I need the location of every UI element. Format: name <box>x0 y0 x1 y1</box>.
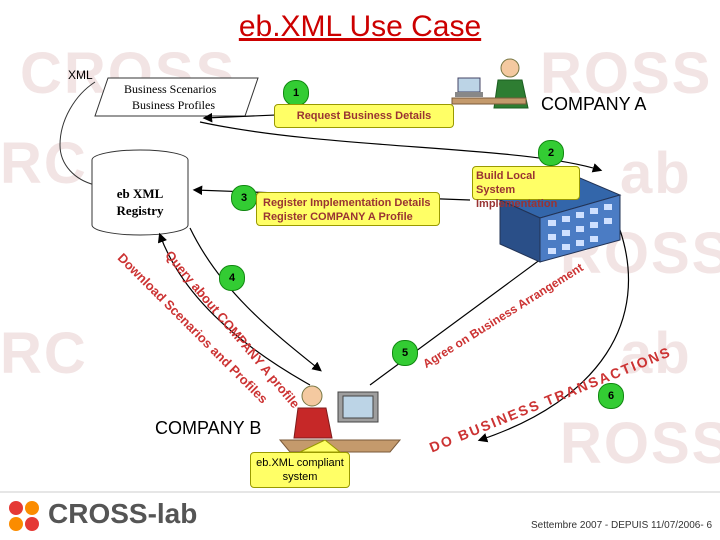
scenarios-line-2: Business Profiles <box>132 98 216 112</box>
compliant-line-1: eb.XML compliant <box>256 457 344 469</box>
step-3-line-2: Register COMPANY A Profile <box>263 211 413 223</box>
step-1-badge: 1 <box>283 80 309 106</box>
page-title: eb.XML Use Case <box>0 10 720 44</box>
page-title-text: eb.XML Use Case <box>238 10 482 43</box>
arrow-download <box>157 232 311 386</box>
registry-body <box>91 160 189 236</box>
step-1-label: Request Business Details <box>274 104 454 128</box>
step-3-badge: 3 <box>231 185 257 211</box>
watermark-2: ROSS <box>540 41 713 106</box>
registry-line-1: eb XML <box>116 186 164 201</box>
step-3-line-1: Register Implementation Details <box>263 197 431 209</box>
xml-label: XML <box>68 68 93 82</box>
compliant-callout: eb.XML compliant system <box>250 452 350 488</box>
watermark-4: ab <box>620 141 692 206</box>
step-5-badge: 5 <box>392 340 418 366</box>
registry-line-2: Registry <box>116 203 164 218</box>
arrow-build-local <box>199 121 603 173</box>
step-2-label: Build Local System Implementation <box>472 166 580 210</box>
scenarios-line-1: Business Scenarios <box>124 82 217 96</box>
compliant-line-2: system <box>282 471 318 483</box>
watermark-3: RC <box>0 131 88 196</box>
logo-mark-icon <box>9 501 39 531</box>
company-a-label: COMPANY A <box>541 94 647 114</box>
logo-text: CROSS-lab <box>48 498 198 529</box>
logo: CROSS-lab <box>0 494 240 538</box>
step-6-badge: 6 <box>598 383 624 409</box>
footer-text: Settembre 2007 - DEPUIS 11/07/2006- 6 <box>530 520 712 531</box>
watermark-7: ab <box>620 321 692 386</box>
step-3-label: Register Implementation Details Register… <box>256 192 440 226</box>
building-icon <box>498 177 622 263</box>
arrow-query <box>189 227 322 372</box>
company-b-label: COMPANY B <box>155 418 262 438</box>
step-2-badge: 2 <box>538 140 564 166</box>
watermark-6: RC <box>0 321 88 386</box>
person-a-icon <box>451 58 529 109</box>
xml-brace <box>59 81 96 186</box>
watermark-8: ROSS <box>560 411 720 476</box>
step-4-badge: 4 <box>219 265 245 291</box>
arrow-transactions <box>477 229 629 443</box>
